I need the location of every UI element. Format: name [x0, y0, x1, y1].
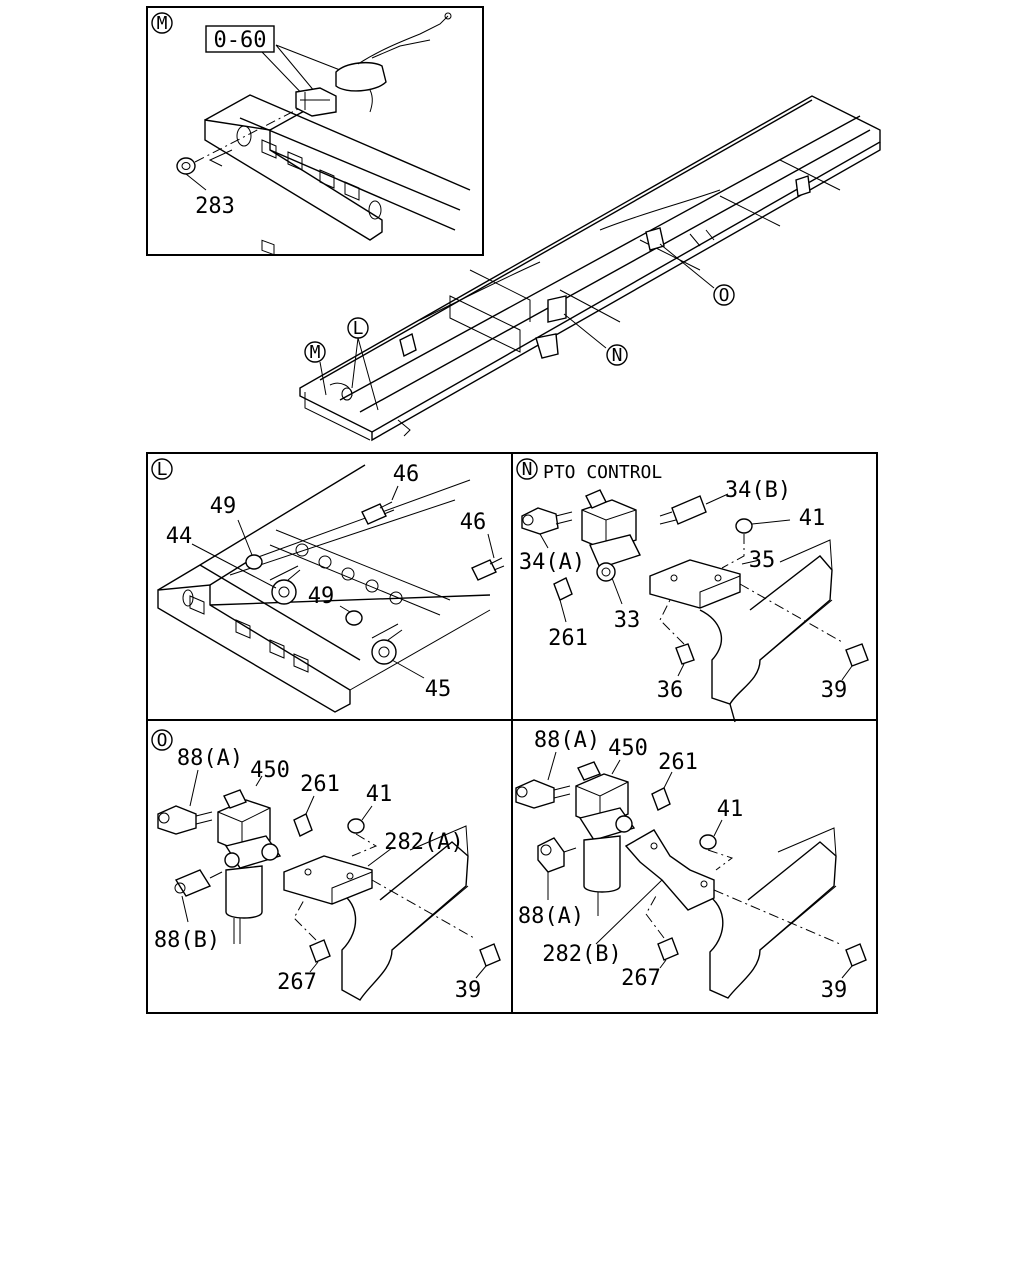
view-m-panel: M 0-60 283: [146, 6, 484, 256]
callout-33: 33: [614, 608, 641, 633]
callout-261-p: 261: [658, 750, 698, 775]
callout-36: 36: [657, 678, 684, 703]
callout-261-n: 261: [548, 626, 588, 651]
callout-450-p: 450: [608, 736, 648, 761]
view-o-panel: O 282(A) 450 88(A) 88(B): [151, 729, 501, 1003]
marker-l: L: [353, 318, 364, 339]
callout-41-p: 41: [717, 797, 744, 822]
view-m-letter: M: [157, 13, 168, 34]
callout-450-o: 450: [250, 758, 290, 783]
callout-46-upper: 46: [393, 462, 420, 487]
view-n-title: PTO CONTROL: [543, 462, 662, 483]
view-l-letter: L: [157, 459, 168, 480]
callout-282b: 282(B): [542, 942, 621, 967]
callout-283: 283: [195, 194, 235, 219]
callout-41-n: 41: [799, 506, 826, 531]
callout-34b: 34(B): [725, 478, 791, 503]
callout-39-p: 39: [821, 978, 848, 1003]
view-o-letter: O: [157, 730, 168, 751]
view-n-panel: N PTO CONTROL 35 33 34(A) 34(B: [516, 458, 869, 723]
callout-39-o: 39: [455, 978, 482, 1003]
callout-41-o: 41: [366, 782, 393, 807]
callout-34a: 34(A): [519, 550, 585, 575]
callout-0-60: 0-60: [214, 28, 267, 53]
view-n-letter: N: [522, 459, 533, 480]
marker-m: M: [310, 342, 321, 363]
view-l-panel: L 46 46 49 49 44: [151, 458, 505, 713]
marker-o: O: [719, 285, 730, 306]
callout-49-lower: 49: [308, 584, 335, 609]
marker-n: N: [612, 345, 623, 366]
view-p-panel: 282(B) 450 88(A) 88(A) 261 41: [515, 728, 867, 1003]
callout-46-lower: 46: [460, 510, 487, 535]
callout-88a-p-bot: 88(A): [518, 904, 584, 929]
chassis-overview: M L N O: [299, 95, 881, 442]
callout-35: 35: [749, 548, 776, 573]
callout-45: 45: [425, 677, 452, 702]
callout-39-n: 39: [821, 678, 848, 703]
callout-88a-p-top: 88(A): [534, 728, 600, 753]
detail-grid: [146, 452, 878, 1014]
callout-44: 44: [166, 524, 193, 549]
callout-267-o: 267: [277, 970, 317, 995]
callout-282a: 282(A): [384, 830, 463, 855]
callout-267-p: 267: [621, 966, 661, 991]
callout-88a-o: 88(A): [177, 746, 243, 771]
callout-49-upper: 49: [210, 494, 237, 519]
callout-261-o: 261: [300, 772, 340, 797]
callout-88b: 88(B): [154, 928, 220, 953]
